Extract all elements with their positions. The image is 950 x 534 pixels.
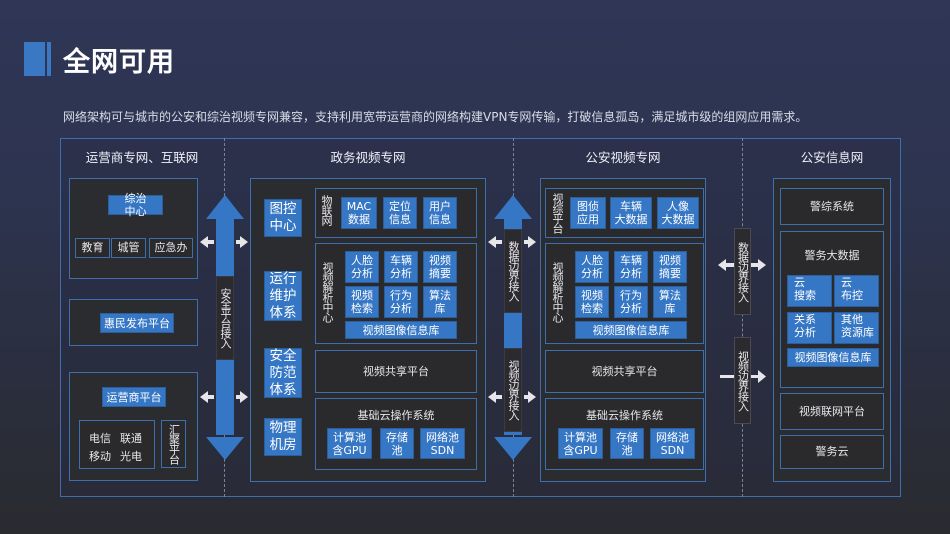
- divider-3: [742, 138, 743, 497]
- zongzhi-item[interactable]: 城管: [111, 238, 146, 258]
- bidirectional-arrow: [718, 259, 766, 271]
- bidirectional-arrow-top: [488, 236, 536, 248]
- arrow-up-head: [494, 195, 532, 222]
- iot-label: 物联网: [320, 195, 333, 225]
- gov-analysis-item[interactable]: 人脸分析: [345, 251, 379, 283]
- gov-storage-pool[interactable]: 存储池: [380, 428, 414, 459]
- page-title: 全网可用: [63, 47, 175, 78]
- police-compute-pool[interactable]: 计算池含GPU: [558, 428, 603, 459]
- gov-analysis-item[interactable]: 行为分析: [384, 286, 418, 318]
- gov-video-image-db[interactable]: 视频图像信息库: [345, 321, 457, 339]
- police-video-share-platform[interactable]: 视频共享平台: [545, 350, 704, 393]
- gov-analysis-label: 视频解析中心: [321, 262, 334, 322]
- gov-cloud-os-title: 基础云操作系统: [357, 409, 435, 422]
- secure-access-label: 安全平台接入: [216, 276, 234, 360]
- police-cloud[interactable]: 警务云: [780, 435, 884, 469]
- platform-item[interactable]: 人像大数据: [657, 197, 699, 229]
- column-title-gov: 政务视频专网: [330, 150, 406, 165]
- relation-analysis[interactable]: 关系分析: [787, 312, 832, 344]
- data-boundary-label-1: 数据边界接入: [504, 229, 522, 313]
- zongzhi-center[interactable]: 综治中心: [108, 192, 163, 218]
- police-info-connectors: [718, 259, 766, 383]
- title-accent-block: [24, 42, 45, 76]
- side-machine-room[interactable]: 物理机房: [264, 418, 302, 456]
- page-subtitle: 网络架构可与城市的公安和综治视频专网兼容，支持利用宽带运营商的网络构建VPN专网…: [63, 110, 808, 124]
- gov-analysis-item[interactable]: 视频摘要: [423, 251, 457, 283]
- arrow-up-head: [206, 195, 244, 222]
- arrow-down-head: [206, 437, 244, 460]
- police-analysis-item[interactable]: 视频摘要: [653, 251, 687, 283]
- carrier-unicom[interactable]: 联通: [120, 432, 142, 445]
- column-title-police-info: 公安信息网: [800, 150, 864, 165]
- other-resource-db[interactable]: 其他资源库: [834, 312, 879, 344]
- zongzhi-group: [69, 178, 198, 279]
- aggregation-platform[interactable]: 汇聚平台: [161, 420, 186, 468]
- police-analysis-label: 视频解析中心: [551, 262, 564, 322]
- carrier-broadcast[interactable]: 光电: [120, 450, 142, 463]
- side-security[interactable]: 安全防范体系: [264, 348, 302, 398]
- police-bigdata-title: 警务大数据: [804, 249, 860, 262]
- column-title-police-video: 公安视频专网: [585, 150, 661, 165]
- video-boundary-label-2: 视频边界接入: [734, 337, 751, 424]
- bidirectional-arrow-bottom: [488, 391, 536, 403]
- police-analysis-item[interactable]: 行为分析: [614, 286, 648, 318]
- info-video-image-db[interactable]: 视频图像信息库: [787, 348, 879, 367]
- gov-compute-pool[interactable]: 计算池含GPU: [327, 428, 372, 459]
- huimin-platform[interactable]: 惠民发布平台: [100, 313, 174, 333]
- side-graph-control[interactable]: 图控中心: [264, 199, 302, 237]
- data-boundary-label-2: 数据边界接入: [734, 228, 751, 315]
- police-analysis-item[interactable]: 车辆分析: [614, 251, 648, 283]
- cloud-search[interactable]: 云搜索: [787, 275, 832, 307]
- gov-analysis-item[interactable]: 车辆分析: [384, 251, 418, 283]
- right-arrow: [720, 370, 766, 383]
- zongzhi-item[interactable]: 应急办: [149, 238, 193, 258]
- iot-location[interactable]: 定位信息: [383, 197, 417, 229]
- police-video-image-db[interactable]: 视频图像信息库: [575, 321, 687, 339]
- carrier-telecom[interactable]: 电信: [89, 432, 111, 445]
- column-title-carrier: 运营商专网、互联网: [85, 150, 199, 165]
- police-analysis-item[interactable]: 算法库: [653, 286, 687, 318]
- bidirectional-arrow-bottom: [200, 391, 248, 403]
- shizong-platform-label: 视综平台: [551, 193, 564, 233]
- side-ops-maintenance[interactable]: 运行维护体系: [264, 271, 302, 321]
- arrow-down-head: [494, 437, 532, 460]
- iot-user[interactable]: 用户信息: [423, 197, 457, 229]
- police-storage-pool[interactable]: 存储池: [610, 428, 644, 459]
- carriers-box: [79, 420, 155, 469]
- gov-video-share-platform[interactable]: 视频共享平台: [315, 350, 477, 393]
- title-accent-line: [47, 42, 51, 76]
- video-boundary-label-1: 视频边界接入: [504, 348, 522, 432]
- police-analysis-item[interactable]: 视频检索: [575, 286, 609, 318]
- video-network-platform[interactable]: 视频联网平台: [780, 393, 884, 430]
- bidirectional-arrow-top: [200, 236, 248, 248]
- police-analysis-item[interactable]: 人脸分析: [575, 251, 609, 283]
- platform-item[interactable]: 车辆大数据: [610, 197, 652, 229]
- carrier-mobile[interactable]: 移动: [89, 450, 111, 463]
- operator-platform[interactable]: 运营商平台: [102, 387, 166, 407]
- gov-analysis-item[interactable]: 算法库: [423, 286, 457, 318]
- zongzhi-item[interactable]: 教育: [75, 238, 110, 258]
- cloud-control[interactable]: 云布控: [834, 275, 879, 307]
- platform-item[interactable]: 图侦应用: [570, 197, 606, 229]
- jingzong-system[interactable]: 警综系统: [780, 188, 884, 225]
- gov-analysis-item[interactable]: 视频检索: [345, 286, 379, 318]
- police-cloud-os-title: 基础云操作系统: [586, 409, 663, 422]
